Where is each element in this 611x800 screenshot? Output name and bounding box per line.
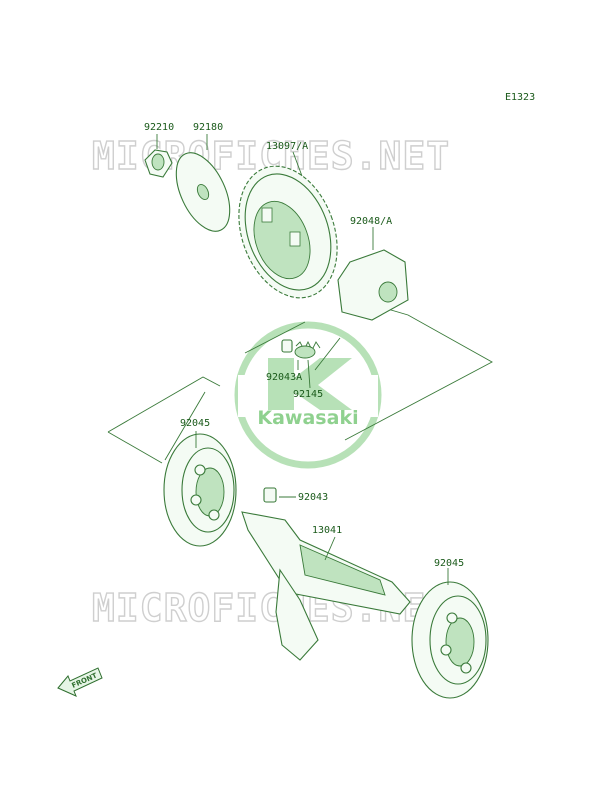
part-number-92180: 92180 <box>193 122 223 133</box>
part-number-92043: 92043 <box>298 492 328 503</box>
pin-part <box>263 487 296 503</box>
gear-part <box>238 151 338 299</box>
bearing-left-part <box>163 431 237 547</box>
part-number-13097a: 13097/A <box>266 141 308 152</box>
shaft-part <box>241 511 411 661</box>
diagram-code: E1323 <box>505 92 535 103</box>
kawasaki-logo: Kawasaki <box>234 321 382 469</box>
assembly-outline <box>107 294 493 464</box>
part-number-92045-left: 92045 <box>180 418 210 429</box>
bearing-right-part <box>411 568 489 699</box>
part-number-92048a: 92048/A <box>350 216 392 227</box>
nut-part <box>144 134 173 178</box>
part-number-13041: 13041 <box>312 525 342 536</box>
pin-spring-part <box>281 337 341 389</box>
logo-text: Kawasaki <box>257 407 358 429</box>
weight-part <box>337 227 409 321</box>
part-number-92045-right: 92045 <box>434 558 464 569</box>
part-number-92210: 92210 <box>144 122 174 133</box>
part-number-92145: 92145 <box>293 389 323 400</box>
front-arrow-icon: FRONT <box>57 667 103 697</box>
part-number-92043a: 92043A <box>266 372 302 383</box>
washer-part <box>175 134 231 232</box>
